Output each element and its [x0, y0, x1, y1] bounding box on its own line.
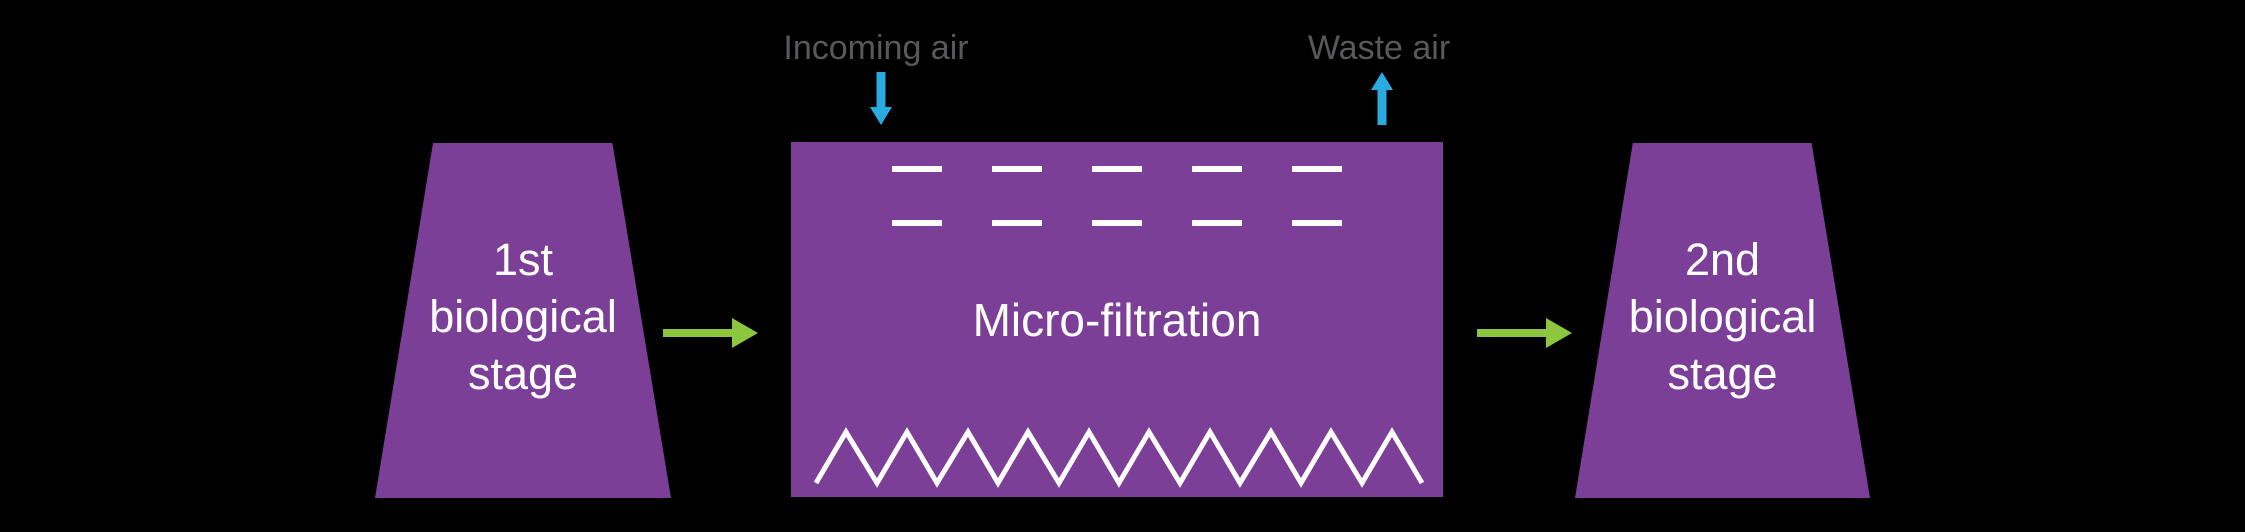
membrane-dash-icon [892, 166, 942, 172]
node-second-biological-stage: 2nd biological stage [1575, 143, 1870, 498]
flow-right-arrow-icon [1477, 318, 1572, 348]
membrane-dash-icon [1192, 166, 1242, 172]
membrane-dash-icon [892, 220, 942, 226]
membrane-dash-icon [1092, 166, 1142, 172]
label-line: biological [1628, 291, 1817, 342]
label-line: biological [429, 291, 617, 342]
incoming-air-down-arrow-icon [870, 72, 892, 125]
label-line: stage [467, 348, 579, 399]
label-line: stage [1667, 348, 1778, 399]
waste-air-label: Waste air [1307, 29, 1451, 67]
flow-right-arrow-icon [663, 318, 758, 348]
membrane-dash-icon [992, 166, 1042, 172]
node-micro-filtration: Micro-filtration [791, 142, 1443, 497]
first-biological-stage-label: 1st biological stage [429, 231, 617, 410]
membrane-dash-icon [1292, 220, 1342, 226]
label-line: 1st [492, 234, 554, 285]
micro-filtration-label: Micro-filtration [972, 294, 1262, 346]
incoming-air-label: Incoming air [783, 29, 969, 67]
node-first-biological-stage: 1st biological stage [375, 143, 671, 498]
membrane-dash-icon [1292, 166, 1342, 172]
waste-air-up-arrow-icon [1371, 72, 1393, 125]
membrane-dash-icon [992, 220, 1042, 226]
second-biological-stage-label: 2nd biological stage [1629, 231, 1817, 410]
label-line: 2nd [1684, 234, 1761, 285]
membrane-dashes-bottom-row [791, 220, 1443, 226]
membrane-dash-icon [1192, 220, 1242, 226]
zigzag-membrane-icon [813, 427, 1425, 488]
membrane-dash-icon [1092, 220, 1142, 226]
membrane-dashes-top-row [791, 166, 1443, 172]
